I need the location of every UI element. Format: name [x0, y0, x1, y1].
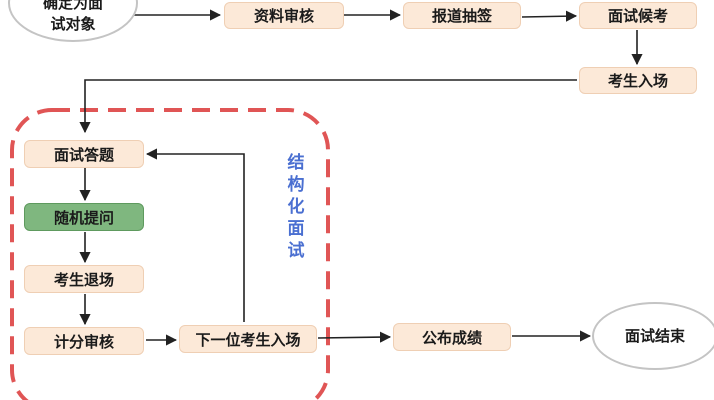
- node-interview-waiting: 面试候考: [579, 2, 697, 29]
- arrow-enter-to-answer: [79, 79, 577, 134]
- structured-interview-label: 结 构 化 面 试: [284, 152, 308, 262]
- group-label-char: 结: [287, 153, 305, 173]
- start-oval-line-2: 试对象: [50, 15, 96, 33]
- start-oval-line-1: 确定为面: [42, 0, 103, 12]
- structured-interview-group-border: [10, 108, 330, 400]
- group-label-char: 化: [287, 197, 305, 217]
- end-oval-interview-over: 面试结束: [592, 302, 714, 370]
- arrow-next-to-publish: [317, 331, 392, 343]
- node-publish-results: 公布成绩: [393, 323, 511, 351]
- node-candidate-enter: 考生入场: [579, 67, 697, 94]
- group-label-char: 构: [287, 175, 305, 195]
- node-checkin-draw: 报道抽签: [403, 2, 521, 29]
- group-label-char: 面: [287, 219, 305, 239]
- node-next-candidate-enter: 下一位考生入场: [179, 325, 317, 353]
- arrow-next-loop-to-answer: [145, 148, 245, 322]
- node-score-review: 计分审核: [24, 327, 144, 355]
- group-label-char: 试: [287, 241, 305, 261]
- node-document-review: 资料审核: [224, 2, 344, 29]
- end-oval-label: 面试结束: [624, 326, 685, 345]
- node-candidate-exit: 考生退场: [24, 265, 144, 293]
- arrow-draw-to-wait: [521, 10, 578, 22]
- node-random-question: 随机提问: [24, 203, 144, 231]
- node-interview-answer: 面试答题: [24, 140, 144, 168]
